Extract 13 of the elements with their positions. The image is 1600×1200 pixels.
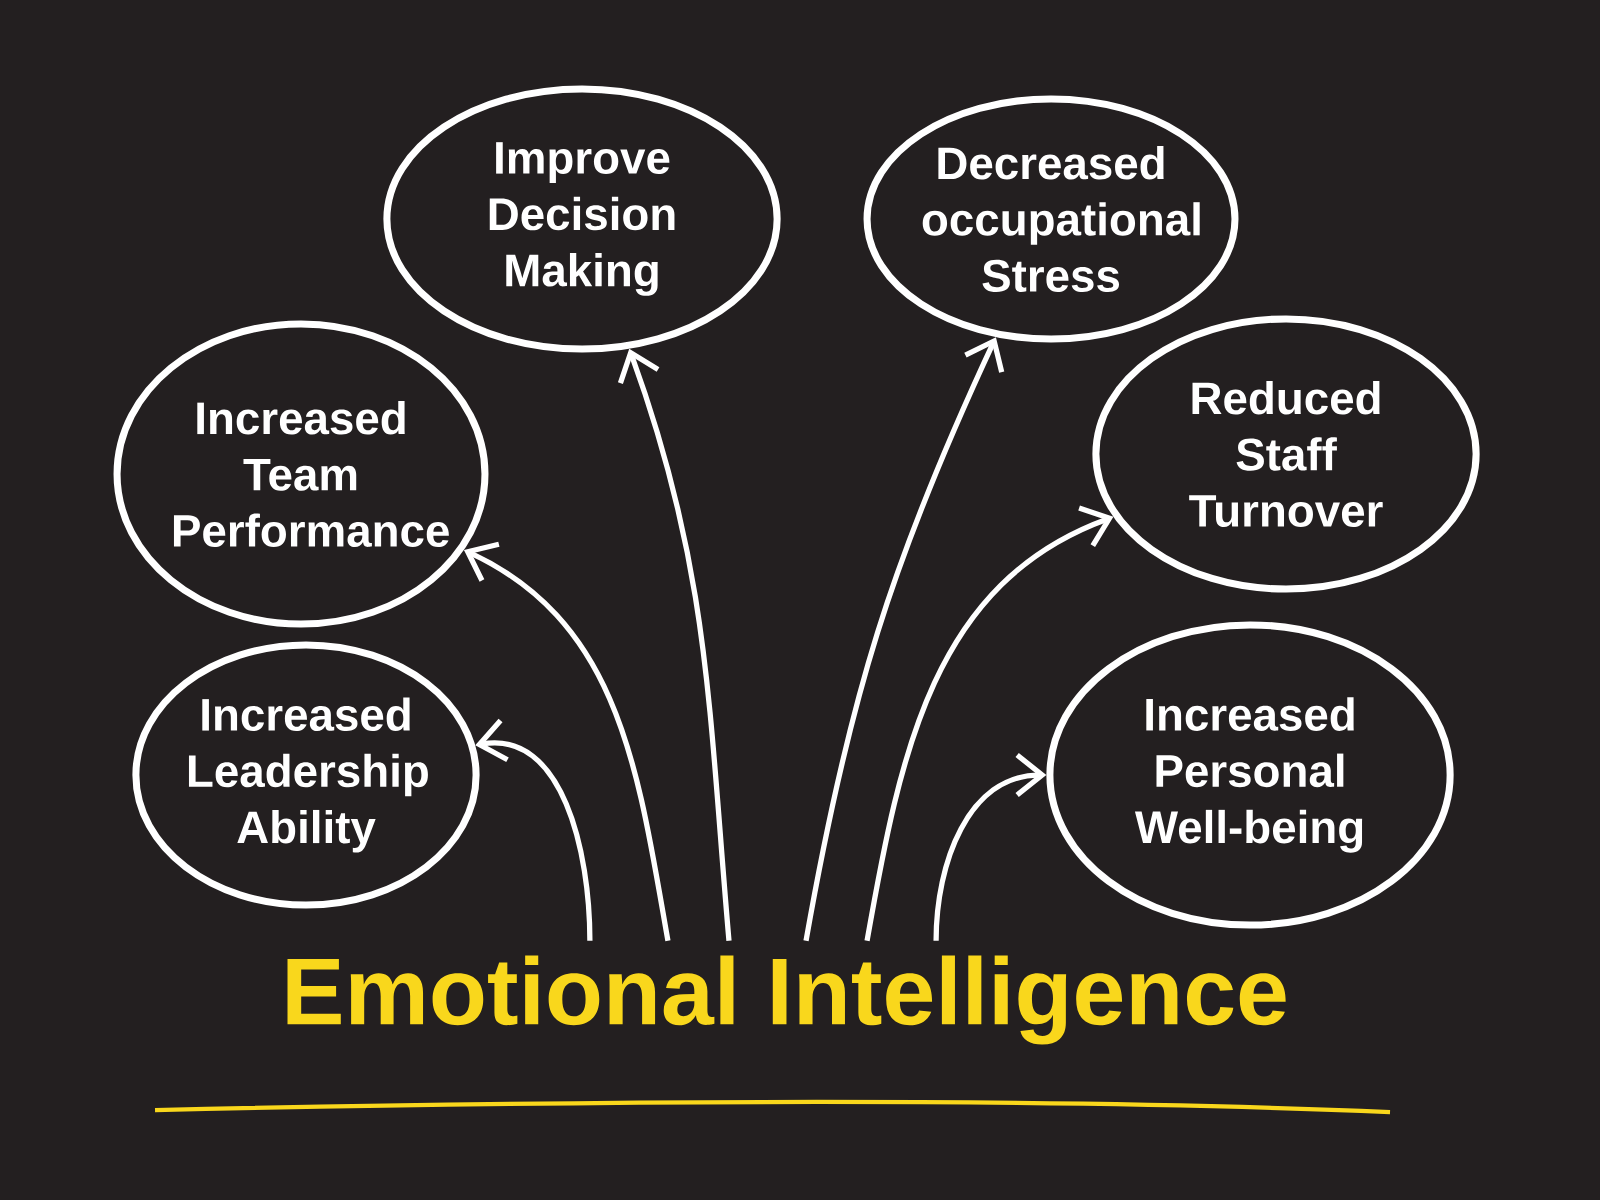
arrow <box>933 752 1047 941</box>
arrow <box>617 348 732 941</box>
ellipse-node: Increased Team Performance <box>113 320 489 628</box>
ellipse-node: Decreased occupational Stress <box>863 95 1239 343</box>
ellipse-node: Increased Personal Well-being <box>1046 621 1454 929</box>
ellipse-node: Increased Leadership Ability <box>132 641 480 909</box>
arrow <box>475 718 593 941</box>
title-text: Emotional Intelligence <box>287 955 1286 1045</box>
arrow <box>803 337 1005 942</box>
arrow <box>463 541 671 942</box>
arrow <box>864 505 1114 942</box>
ellipse-node: Improve Decision Making <box>383 85 781 353</box>
ellipse-node: Reduced Staff Turnover <box>1092 315 1480 593</box>
